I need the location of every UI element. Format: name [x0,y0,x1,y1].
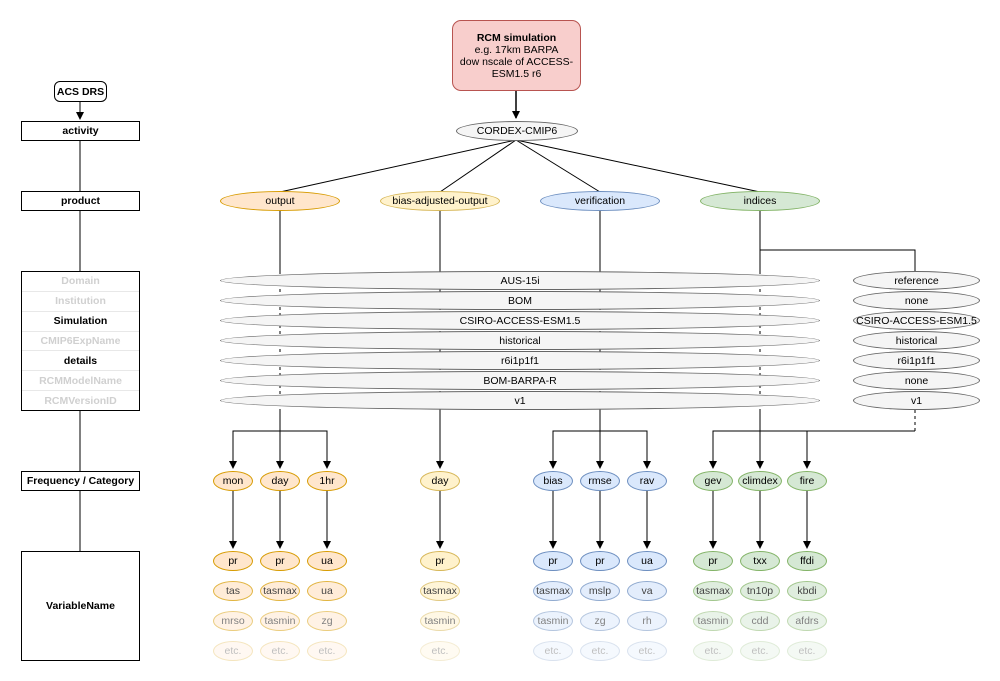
detail-label-domain: Domain [22,272,139,292]
variable-node: rh [627,611,667,631]
variable-node: tasmin [533,611,573,631]
detail-value-simulation: CSIRO-ACCESS-ESM1.5 [220,311,820,330]
variable-node: etc. [420,641,460,661]
indices-detail-simulation: CSIRO-ACCESS-ESM1.5 [853,311,980,330]
variable-node: mrso [213,611,253,631]
product-verification: verification [540,191,660,211]
variable-node: etc. [693,641,733,661]
variable-node: etc. [580,641,620,661]
variable-node: tasmin [693,611,733,631]
rcm-title: RCM simulation [476,31,557,44]
freq-mon: mon [213,471,253,491]
detail-value-experiment: historical [220,331,820,350]
product-bias-adjusted-output: bias-adjusted-output [380,191,500,211]
variable-node: pr [213,551,253,571]
indices-detail-rcm-model: none [853,371,980,390]
variable-node: ua [307,551,347,571]
variable-node: ua [627,551,667,571]
detail-label-simulation: Simulation [22,312,139,332]
variable-node: etc. [627,641,667,661]
detail-label-rcmmodelname: RCMModelName [22,371,139,392]
rcm-line: e.g. 17km BARPA [474,43,559,56]
variable-node: etc. [260,641,300,661]
detail-label-details: details [22,351,139,372]
variable-node: kbdi [787,581,827,601]
variable-node: etc. [787,641,827,661]
product-label: product [21,191,140,211]
variable-node: tasmin [260,611,300,631]
variable-node: tasmax [693,581,733,601]
indices-detail-rcm-version: v1 [853,391,980,410]
detail-value-ensemble: r6i1p1f1 [220,351,820,370]
rcm-simulation-box: RCM simulation e.g. 17km BARPA dow nscal… [452,20,581,91]
variable-node: txx [740,551,780,571]
freq-1hr: 1hr [307,471,347,491]
rcm-line: dow nscale of ACCESS- [459,55,574,68]
detail-value-domain: AUS-15i [220,271,820,290]
variable-node: pr [580,551,620,571]
variable-node: etc. [533,641,573,661]
variable-node: tasmax [533,581,573,601]
variable-node: tn10p [740,581,780,601]
activity-value-cordex-cmip6: CORDEX-CMIP6 [456,121,578,141]
variable-node: pr [260,551,300,571]
frequency-category-label: Frequency / Category [21,471,140,491]
variable-node: mslp [580,581,620,601]
variable-node: pr [693,551,733,571]
category-fire: fire [787,471,827,491]
variable-node: pr [420,551,460,571]
variable-node: ffdi [787,551,827,571]
variable-node: tas [213,581,253,601]
variable-node: tasmin [420,611,460,631]
freq-day: day [260,471,300,491]
details-box: Domain Institution Simulation CMIP6ExpNa… [21,271,140,411]
variable-node: etc. [307,641,347,661]
category-gev: gev [693,471,733,491]
variable-node: va [627,581,667,601]
variable-node: tasmax [260,581,300,601]
variable-node: zg [580,611,620,631]
product-output: output [220,191,340,211]
indices-detail-domain: reference [853,271,980,290]
variable-node: zg [307,611,347,631]
variable-node: etc. [740,641,780,661]
activity-label: activity [21,121,140,141]
product-indices: indices [700,191,820,211]
variable-node: tasmax [420,581,460,601]
detail-value-rcm-model: BOM-BARPA-R [220,371,820,390]
variable-node: ua [307,581,347,601]
detail-value-rcm-version: v1 [220,391,820,410]
category-climdex: climdex [738,471,782,491]
category-rav: rav [627,471,667,491]
detail-label-institution: Institution [22,292,139,312]
freq-day-bias-adjusted: day [420,471,460,491]
indices-detail-experiment: historical [853,331,980,350]
variable-node: etc. [213,641,253,661]
acs-drs-label: ACS DRS [54,81,107,102]
variable-node: pr [533,551,573,571]
detail-label-rcmversionid: RCMVersionID [44,394,117,407]
indices-detail-ensemble: r6i1p1f1 [853,351,980,370]
category-rmse: rmse [580,471,620,491]
variable-node: afdrs [787,611,827,631]
variablename-label: VariableName [21,551,140,661]
detail-label-cmip6expname: CMIP6ExpName [22,332,139,352]
rcm-line: ESM1.5 r6 [491,67,542,80]
variable-node: cdd [740,611,780,631]
detail-value-institution: BOM [220,291,820,310]
category-bias: bias [533,471,573,491]
indices-detail-institution: none [853,291,980,310]
